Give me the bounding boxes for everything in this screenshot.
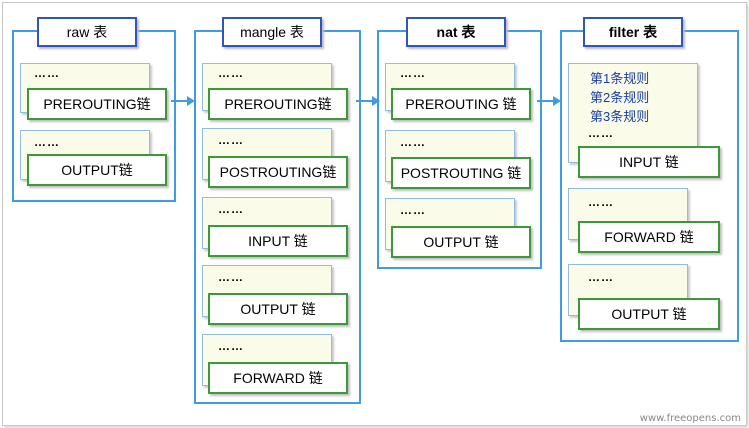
nat-dots-2: …… [400,135,426,149]
filter-dots-3: …… [588,270,614,284]
mangle-chain-prerouting: PREROUTING链 [208,88,348,120]
arrow-nat-to-filter [537,96,561,106]
nat-dots-1: …… [400,66,426,80]
mangle-chain-forward: FORWARD 链 [208,362,348,394]
filter-rule-3: 第3条规则 [590,109,650,124]
filter-dots-2: …… [588,195,614,209]
raw-table-title: raw 表 [37,17,137,47]
mangle-table-title: mangle 表 [222,17,322,47]
filter-dots-1: …… [588,126,614,140]
nat-table-title: nat 表 [406,17,506,47]
raw-dots-1: …… [34,66,60,80]
filter-rule-1: 第1条规则 [590,71,650,86]
arrow-raw-to-mangle [171,96,195,106]
mangle-dots-3: …… [218,202,244,216]
mangle-chain-postrouting: POSTROUTING链 [208,156,348,188]
filter-chain-forward: FORWARD 链 [578,221,720,253]
mangle-dots-4: …… [218,270,244,284]
nat-chain-prerouting: PREROUTING 链 [391,88,531,120]
filter-table-title: filter 表 [583,17,683,47]
filter-rule-2: 第2条规则 [590,90,650,105]
nat-dots-3: …… [400,203,426,217]
raw-chain-output: OUTPUT链 [27,154,167,186]
filter-chain-output: OUTPUT 链 [578,298,720,330]
mangle-chain-input: INPUT 链 [208,225,348,257]
raw-dots-2: …… [34,135,60,149]
raw-chain-prerouting: PREROUTING链 [27,88,167,120]
filter-chain-input: INPUT 链 [578,146,720,178]
nat-chain-output: OUTPUT 链 [391,226,531,258]
mangle-dots-5: …… [218,339,244,353]
watermark: www.freeopens.com [639,413,741,424]
mangle-dots-2: …… [218,133,244,147]
mangle-dots-1: …… [218,66,244,80]
arrow-mangle-to-nat [356,96,380,106]
nat-chain-postrouting: POSTROUTING 链 [391,157,531,189]
mangle-chain-output: OUTPUT 链 [208,293,348,325]
